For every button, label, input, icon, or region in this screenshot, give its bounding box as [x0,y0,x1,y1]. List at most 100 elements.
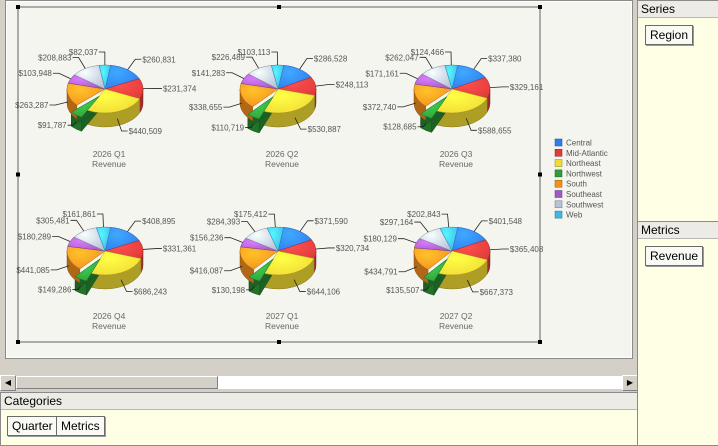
pie-title: 2026 Q1 [93,149,126,159]
data-label: $175,412 [234,210,268,219]
data-label: $110,719 [211,123,244,132]
pie-subtitle: Revenue [265,321,299,331]
pie-title: 2026 Q3 [440,149,473,159]
data-label: $644,106 [307,287,341,296]
data-label: $156,236 [190,234,224,243]
legend: CentralMid-AtlanticNortheastNorthwestSou… [555,139,608,220]
scroll-left-button[interactable]: ◀ [0,375,16,391]
legend-swatch [555,139,562,146]
leader-line [397,103,415,107]
data-label: $149,286 [38,286,72,295]
scroll-left-icon: ◀ [5,378,11,387]
chart-area[interactable]: $260,831 $231,374 $440,509 $91,787 $263,287 $… [5,0,633,359]
data-label: $320,734 [336,244,370,253]
data-label: $260,831 [142,55,176,64]
data-label: $686,243 [134,288,168,297]
categories-panel[interactable]: Categories Quarter Metrics [0,392,638,446]
leader-line [226,73,244,79]
categories-chip-quarter[interactable]: Quarter [7,416,58,436]
data-label: $135,507 [386,286,420,295]
pie-title: 2027 Q2 [440,311,473,321]
legend-swatch [555,160,562,167]
legend-label: Northwest [566,169,603,178]
pie-title: 2026 Q4 [93,311,126,321]
pie-chart-grid: $260,831 $231,374 $440,509 $91,787 $263,287 $… [6,1,632,358]
legend-swatch [555,211,562,218]
data-label: $91,787 [38,121,67,130]
selection-handle [277,5,281,9]
leader-line [490,249,509,250]
leader-line [224,238,242,243]
data-label: $161,861 [63,210,97,219]
categories-panel-title: Categories [1,393,637,410]
leader-line [73,57,86,68]
legend-label: Central [566,139,592,148]
selection-handle [16,173,20,177]
pie-4: $408,895$331,361$686,243$149,286$441,085… [16,210,196,331]
data-label: $401,548 [489,217,523,226]
leader-line [71,220,84,231]
scroll-right-button[interactable]: ▶ [622,375,638,391]
pie-2: $286,528$248,113$530,887$110,719$338,655… [189,48,369,169]
series-chip-region[interactable]: Region [645,25,693,45]
leader-line [271,52,277,65]
leader-line [51,266,69,270]
leader-line [398,239,416,243]
data-label: $371,590 [315,217,349,226]
data-label: $103,948 [18,69,52,78]
legend-label: South [566,180,587,189]
leader-line [316,248,335,249]
leader-line [223,103,241,107]
data-label: $130,198 [212,286,246,295]
data-label: $180,289 [18,232,52,241]
pie-1: $260,831 $231,374 $440,509 $91,787 $263,287 $… [15,48,197,169]
data-label: $331,361 [163,245,197,254]
data-label: $124,466 [411,48,445,57]
selection-handle [277,340,281,344]
leader-line [127,221,141,231]
legend-label: Southeast [566,190,603,199]
selection-handle [538,5,542,9]
data-label: $208,883 [38,53,72,62]
pie-subtitle: Revenue [265,159,299,169]
data-label: $263,287 [15,101,49,110]
data-label: $141,283 [192,69,226,78]
data-label: $365,408 [510,245,544,254]
data-label: $441,085 [16,266,50,275]
metrics-chip-revenue[interactable]: Revenue [645,246,703,266]
legend-swatch [555,180,562,187]
leader-line [300,59,313,70]
data-label: $286,528 [314,55,348,64]
data-label: $588,655 [478,126,512,135]
pie-subtitle: Revenue [92,159,126,169]
data-label: $337,380 [488,55,522,64]
leader-line [128,59,142,69]
leader-line [246,57,259,68]
selection-handle [538,340,542,344]
scroll-thumb[interactable] [16,376,218,389]
categories-chip-metrics[interactable]: Metrics [56,416,105,436]
data-label: $338,655 [189,103,223,112]
legend-label: Web [566,211,583,220]
leader-line [474,59,487,70]
data-label: $171,161 [365,69,399,78]
scroll-track[interactable] [16,376,622,389]
leader-line [474,221,488,232]
pie-subtitle: Revenue [439,321,473,331]
data-label: $440,509 [129,127,163,136]
series-panel[interactable]: Series Region [637,0,718,222]
pie-subtitle: Revenue [92,321,126,331]
scroll-track-empty[interactable] [218,376,622,389]
leader-line [143,249,162,250]
data-label: $372,740 [363,103,397,112]
selection-handle [538,173,542,177]
leader-line [52,236,70,241]
horizontal-scrollbar[interactable]: ◀ ▶ [0,375,637,391]
data-label: $180,129 [364,235,398,244]
data-label: $231,374 [163,84,197,93]
leader-line [316,85,335,87]
metrics-panel[interactable]: Metrics Revenue [637,221,718,446]
pie-title: 2026 Q2 [266,149,299,159]
data-label: $434,791 [364,268,398,277]
data-label: $103,113 [238,48,271,57]
